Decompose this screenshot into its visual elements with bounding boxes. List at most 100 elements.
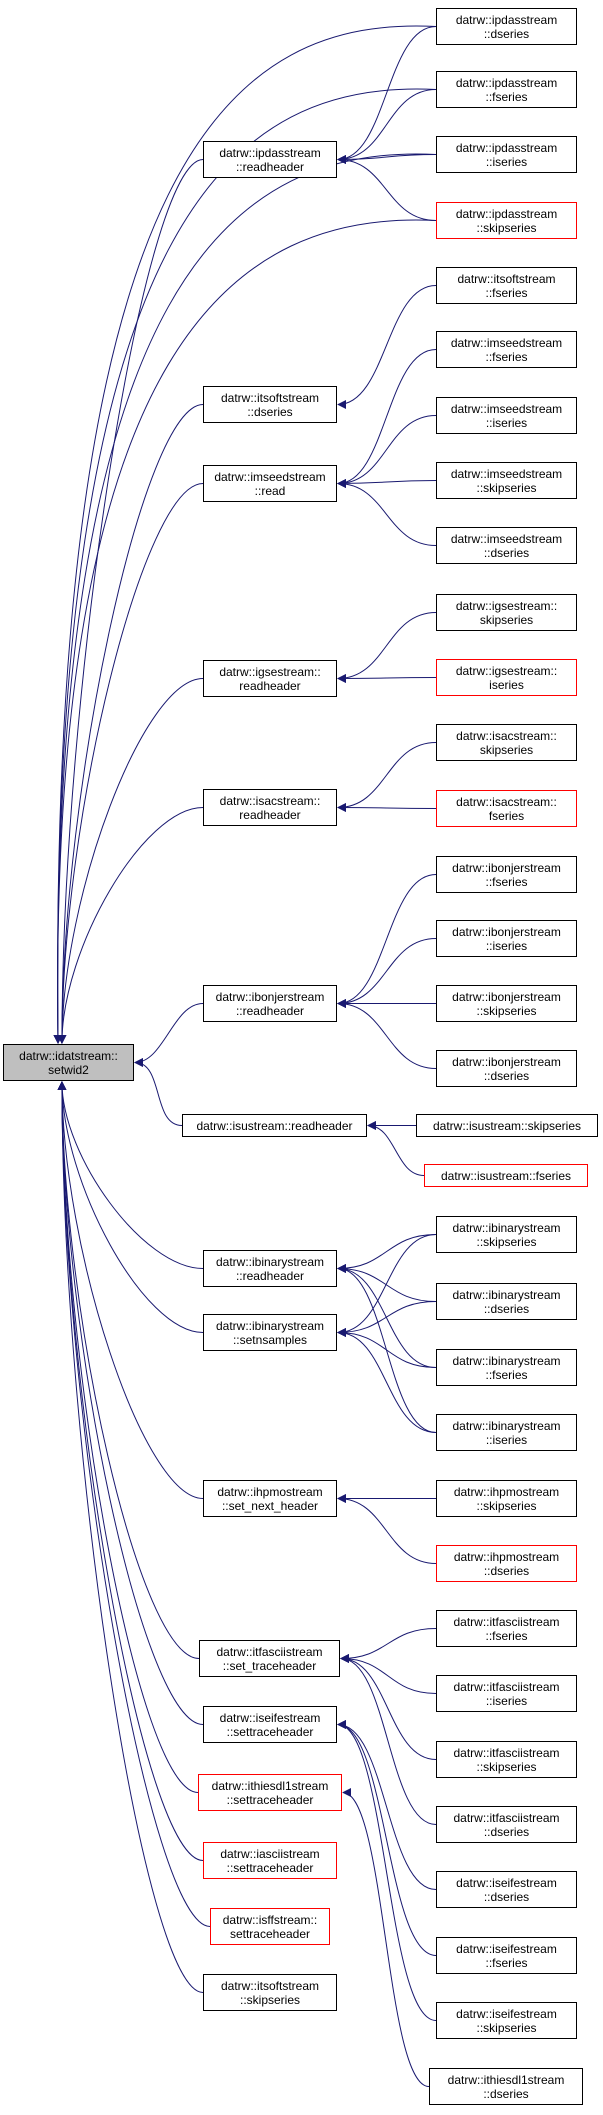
node-label-line2: ::dseries [483, 545, 530, 560]
node-label-line2: ::iseries [485, 1432, 528, 1447]
call-edge [337, 803, 437, 813]
node-ibonjerstream-dseries[interactable]: datrw::ibonjerstream ::dseries [436, 1050, 577, 1087]
node-ibinarystream-dseries[interactable]: datrw::ibinarystream ::dseries [436, 1283, 577, 1320]
node-label-line2: ::set_traceheader [222, 1658, 317, 1673]
node-label-line1: datrw::ibonjerstream [452, 924, 561, 939]
node-label-line1: datrw::ipdasstream [455, 75, 558, 90]
node-label-line1: datrw::itfasciistream [453, 1614, 560, 1629]
node-ipdasstream-readheader[interactable]: datrw::ipdasstream ::readheader [203, 141, 337, 178]
node-label-line2: ::iseries [485, 938, 528, 953]
node-igsestream-iseries[interactable]: datrw::igsestream:: iseries [436, 659, 577, 696]
node-itsoftstream-fseries[interactable]: datrw::itsoftstream ::fseries [436, 267, 577, 304]
node-ihpmostream-set-next-header[interactable]: datrw::ihpmostream ::set_next_header [203, 1480, 337, 1517]
node-ibonjerstream-fseries[interactable]: datrw::ibonjerstream ::fseries [436, 856, 577, 893]
node-label-line1: datrw::igsestream:: [455, 663, 558, 678]
node-label-line1: datrw::ithiesdl1stream [447, 2072, 565, 2087]
node-label-line2: ::readheader [235, 1268, 305, 1283]
node-ibinarystream-setnsamples[interactable]: datrw::ibinarystream ::setnsamples [203, 1314, 337, 1351]
node-isacstream-readheader[interactable]: datrw::isacstream:: readheader [203, 789, 337, 826]
node-imseedstream-fseries[interactable]: datrw::imseedstream ::fseries [436, 331, 577, 368]
node-ipdasstream-dseries[interactable]: datrw::ipdasstream ::dseries [436, 8, 577, 45]
node-label-line2: ::settraceheader [226, 1860, 314, 1875]
call-edge [367, 1121, 425, 1176]
node-ibinarystream-readheader[interactable]: datrw::ibinarystream ::readheader [203, 1250, 337, 1287]
node-ipdasstream-fseries[interactable]: datrw::ipdasstream ::fseries [436, 71, 577, 108]
node-ithiesdl1stream-settraceheader[interactable]: datrw::ithiesdl1stream ::settraceheader [198, 1774, 342, 1811]
node-label-line2: ::readheader [235, 1003, 305, 1018]
call-edge [134, 1058, 183, 1126]
node-isustream-skipseries[interactable]: datrw::isustream::skipseries [416, 1114, 598, 1137]
node-iseifestream-dseries[interactable]: datrw::iseifestream ::dseries [436, 1871, 577, 1908]
node-label-line2: ::dseries [247, 404, 293, 419]
node-itfasciistream-set-traceheader[interactable]: datrw::itfasciistream ::set_traceheader [199, 1640, 340, 1677]
node-label-line1: datrw::ibonjerstream [215, 989, 325, 1004]
node-ipdasstream-iseries[interactable]: datrw::ipdasstream ::iseries [436, 136, 577, 173]
call-edge [57, 1081, 200, 1659]
node-itfasciistream-skipseries[interactable]: datrw::itfasciistream ::skipseries [436, 1741, 577, 1778]
call-edge [337, 673, 437, 683]
call-edge [134, 1003, 204, 1067]
node-ibonjerstream-iseries[interactable]: datrw::ibonjerstream ::iseries [436, 920, 577, 957]
node-isffstream-settraceheader[interactable]: datrw::isffstream:: settraceheader [210, 1908, 330, 1945]
node-label-line2: ::readheader [235, 159, 305, 174]
node-itfasciistream-iseries[interactable]: datrw::itfasciistream ::iseries [436, 1675, 577, 1712]
node-label-line2: ::read [254, 483, 286, 498]
node-ipdasstream-skipseries[interactable]: datrw::ipdasstream ::skipseries [436, 202, 577, 239]
node-imseedstream-dseries[interactable]: datrw::imseedstream ::dseries [436, 527, 577, 564]
node-label-line1: datrw::ihpmostream [217, 1484, 323, 1499]
node-ibinarystream-skipseries[interactable]: datrw::ibinarystream ::skipseries [436, 1216, 577, 1253]
node-itfasciistream-fseries[interactable]: datrw::itfasciistream ::fseries [436, 1610, 577, 1647]
call-edge [340, 1654, 437, 1760]
node-itfasciistream-dseries[interactable]: datrw::itfasciistream ::dseries [436, 1806, 577, 1843]
node-ihpmostream-skipseries[interactable]: datrw::ihpmostream ::skipseries [436, 1480, 577, 1517]
node-label-line2: ::settraceheader [226, 1792, 314, 1807]
node-label-line1: datrw::imseedstream [450, 466, 563, 481]
node-imseedstream-skipseries[interactable]: datrw::imseedstream ::skipseries [436, 462, 577, 499]
node-isustream-fseries[interactable]: datrw::isustream::fseries [424, 1164, 588, 1187]
node-label-line1: datrw::idatstream:: [19, 1048, 118, 1063]
node-ibonjerstream-skipseries[interactable]: datrw::ibonjerstream ::skipseries [436, 985, 577, 1022]
call-edge [337, 1720, 437, 1956]
node-label-line1: datrw::iseifestream [219, 1710, 321, 1725]
node-igsestream-skipseries[interactable]: datrw::igsestream:: skipseries [436, 594, 577, 631]
node-isacstream-fseries[interactable]: datrw::isacstream:: fseries [436, 790, 577, 827]
node-iseifestream-settraceheader[interactable]: datrw::iseifestream ::settraceheader [203, 1706, 337, 1743]
node-iasciistream-settraceheader[interactable]: datrw::iasciistream ::settraceheader [203, 1842, 337, 1879]
node-label-line1: datrw::iseifestream [456, 2006, 557, 2021]
node-label-line1: datrw::imseedstream [450, 401, 563, 416]
node-ibonjerstream-readheader[interactable]: datrw::ibonjerstream ::readheader [203, 985, 337, 1022]
node-label-line2: ::skipseries [476, 1759, 537, 1774]
node-iseifestream-fseries[interactable]: datrw::iseifestream ::fseries [436, 1937, 577, 1974]
node-label-line2: ::skipseries [239, 1992, 301, 2007]
call-edge [53, 153, 437, 1044]
node-iseifestream-skipseries[interactable]: datrw::iseifestream ::skipseries [436, 2002, 577, 2039]
node-label-line2: fseries [488, 808, 525, 823]
node-itsoftstream-dseries[interactable]: datrw::itsoftstream ::dseries [203, 386, 337, 423]
call-edge [57, 1081, 211, 1927]
node-isacstream-skipseries[interactable]: datrw::isacstream:: skipseries [436, 724, 577, 761]
call-edge [342, 1788, 430, 2087]
call-edge [337, 415, 437, 488]
node-ibinarystream-iseries[interactable]: datrw::ibinarystream ::iseries [436, 1414, 577, 1451]
node-imseedstream-read[interactable]: datrw::imseedstream ::read [203, 465, 337, 502]
node-isustream-readheader[interactable]: datrw::isustream::readheader [182, 1114, 367, 1137]
node-label-line2: ::iseries [485, 154, 528, 169]
node-label-line1: datrw::itfasciistream [453, 1679, 560, 1694]
node-label-line1: datrw::ibonjerstream [452, 860, 561, 875]
node-imseedstream-iseries[interactable]: datrw::imseedstream ::iseries [436, 397, 577, 434]
call-edge [53, 219, 437, 1044]
node-ibinarystream-fseries[interactable]: datrw::ibinarystream ::fseries [436, 1349, 577, 1386]
call-edge [337, 1720, 437, 2021]
node-ithiesdl1stream-dseries[interactable]: datrw::ithiesdl1stream ::dseries [429, 2068, 583, 2105]
node-igsestream-readheader[interactable]: datrw::igsestream:: readheader [203, 660, 337, 697]
call-edge [340, 1654, 437, 1825]
call-edge [57, 1081, 204, 1333]
node-label-line1: datrw::itfasciistream [453, 1810, 560, 1825]
node-label-line2: ::fseries [485, 874, 528, 889]
node-label-line2: iseries [489, 677, 524, 692]
node-ihpmostream-dseries[interactable]: datrw::ihpmostream ::dseries [436, 1545, 577, 1582]
node-itsoftstream-skipseries[interactable]: datrw::itsoftstream ::skipseries [203, 1974, 337, 2011]
node-label-line1: datrw::ibinarystream [452, 1353, 561, 1368]
node-label-line1: datrw::itsoftstream [220, 390, 320, 405]
node-label-line2: ::setnsamples [232, 1332, 308, 1347]
